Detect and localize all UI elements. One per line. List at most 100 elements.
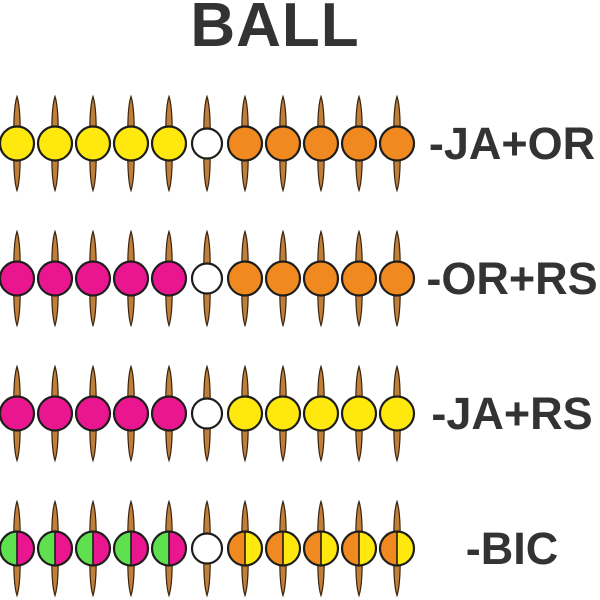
ball-orange	[340, 260, 378, 297]
ball-rose	[112, 260, 150, 297]
ball-bicolor-green-rose-left-half	[0, 531, 17, 566]
row-label: -JA+OR	[428, 117, 596, 169]
ball-white	[190, 532, 224, 565]
ball-bicolor-green-rose	[0, 530, 36, 567]
pin	[340, 94, 378, 193]
pin	[302, 229, 340, 328]
pin-row: -OR+RS	[0, 211, 600, 346]
pin	[264, 229, 302, 328]
pin	[150, 364, 188, 463]
ball-orange	[302, 125, 340, 162]
pin	[190, 94, 224, 193]
ball-rose	[74, 395, 112, 432]
pin	[378, 94, 416, 193]
ball-white	[190, 262, 224, 295]
ball-bicolor-green-rose-left-half	[114, 531, 131, 566]
pin	[340, 229, 378, 328]
ball-yellow	[0, 125, 36, 162]
ball-yellow	[378, 395, 416, 432]
pin	[74, 364, 112, 463]
pins-graphic	[0, 94, 416, 193]
row-label: -BIC	[465, 522, 559, 574]
pin	[150, 229, 188, 328]
ball-bicolor-green-rose-left-half	[38, 531, 55, 566]
ball-bicolor-green-rose-right-half	[131, 531, 148, 566]
ball-rose	[150, 260, 188, 297]
ball-bicolor-orange-yellow-right-half	[245, 531, 262, 566]
ball-bicolor-orange-yellow	[340, 530, 378, 567]
pins-graphic	[0, 229, 416, 328]
row-label: -JA+RS	[431, 387, 593, 439]
pin	[112, 229, 150, 328]
pins-graphic	[0, 499, 416, 598]
pin	[0, 364, 36, 463]
ball-rose	[36, 260, 74, 297]
pin	[226, 499, 264, 598]
ball-yellow	[340, 395, 378, 432]
ball-bicolor-orange-yellow-left-half	[228, 531, 245, 566]
ball-bicolor-orange-yellow-right-half	[321, 531, 338, 566]
ball-bicolor-orange-yellow-left-half	[304, 531, 321, 566]
pin	[340, 499, 378, 598]
pin	[0, 499, 36, 598]
ball-bicolor-green-rose-left-half	[76, 531, 93, 566]
ball-rose	[36, 395, 74, 432]
pin	[226, 94, 264, 193]
pin	[112, 364, 150, 463]
page-title: BALL	[190, 0, 360, 60]
pin	[0, 229, 36, 328]
ball-bicolor-green-rose	[36, 530, 74, 567]
ball-orange	[340, 125, 378, 162]
ball-bicolor-orange-yellow-right-half	[397, 531, 414, 566]
pin	[150, 94, 188, 193]
pin	[378, 229, 416, 328]
pin	[226, 364, 264, 463]
ball-orange	[378, 260, 416, 297]
ball-bicolor-green-rose-right-half	[55, 531, 72, 566]
pin-row: -JA+OR	[0, 76, 600, 211]
ball-bicolor-orange-yellow	[226, 530, 264, 567]
pin	[264, 94, 302, 193]
pin	[74, 229, 112, 328]
ball-orange	[264, 260, 302, 297]
pin	[74, 94, 112, 193]
row-label: -OR+RS	[426, 252, 598, 304]
ball-bicolor-green-rose-right-half	[169, 531, 186, 566]
pin	[264, 499, 302, 598]
ball-bicolor-green-rose-left-half	[152, 531, 169, 566]
pin	[226, 229, 264, 328]
ball-yellow	[302, 395, 340, 432]
pin	[264, 364, 302, 463]
ball-rose	[0, 395, 36, 432]
pin	[36, 229, 74, 328]
pin-row: -JA+RS	[0, 346, 600, 481]
ball-bicolor-orange-yellow	[378, 530, 416, 567]
pin	[0, 94, 36, 193]
ball-bicolor-orange-yellow	[264, 530, 302, 567]
rows-container: -JA+OR -OR+RS -JA+RS -BIC	[0, 76, 600, 600]
pin	[378, 364, 416, 463]
ball-orange	[226, 260, 264, 297]
ball-yellow	[74, 125, 112, 162]
ball-bicolor-green-rose-right-half	[93, 531, 110, 566]
pin-row: -BIC	[0, 481, 600, 600]
ball-white	[190, 397, 224, 430]
ball-bicolor-orange-yellow-left-half	[380, 531, 397, 566]
ball-bicolor-orange-yellow-left-half	[266, 531, 283, 566]
pin	[302, 499, 340, 598]
pin	[36, 499, 74, 598]
pin	[150, 499, 188, 598]
ball-bicolor-green-rose	[112, 530, 150, 567]
pin	[302, 94, 340, 193]
ball-bicolor-green-rose	[150, 530, 188, 567]
ball-yellow	[36, 125, 74, 162]
ball-orange	[302, 260, 340, 297]
pin	[74, 499, 112, 598]
ball-orange	[378, 125, 416, 162]
ball-rose	[112, 395, 150, 432]
ball-yellow	[112, 125, 150, 162]
ball-yellow	[150, 125, 188, 162]
pin	[378, 499, 416, 598]
pin	[112, 499, 150, 598]
